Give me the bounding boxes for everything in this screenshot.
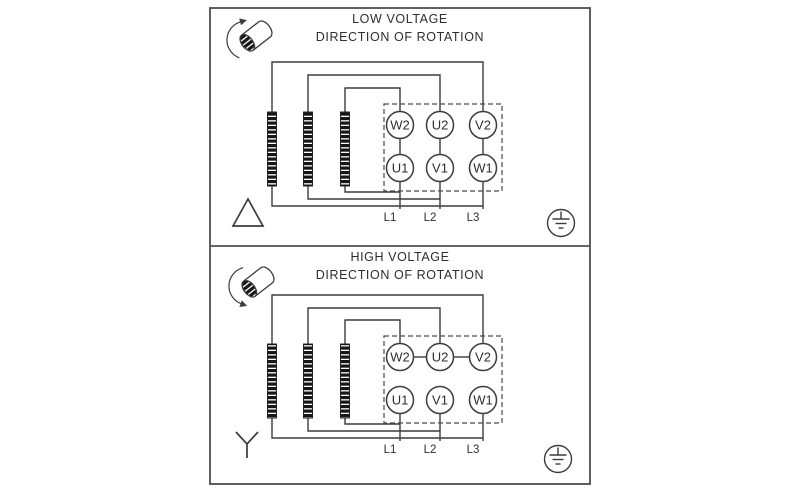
- cable-core-3: [340, 111, 350, 187]
- wire-middle: [307, 307, 441, 432]
- terminal-v2: [468, 110, 498, 140]
- supply-line-l3: L3: [467, 212, 480, 224]
- terminal-block-outline: [383, 335, 503, 424]
- supply-line-l1: L1: [384, 212, 397, 224]
- cable-core-1: [267, 111, 277, 187]
- wire-middle: [307, 74, 441, 200]
- shaft-edge-bottom: [252, 36, 271, 51]
- terminal-v1: [425, 385, 455, 415]
- terminal-w1-label: W1: [473, 161, 493, 176]
- shaft-edge-top: [243, 267, 262, 282]
- panel-subtitle: DIRECTION OF ROTATION: [316, 268, 484, 282]
- terminal-w1: [468, 385, 498, 415]
- terminal-w2: [385, 342, 415, 372]
- shaft-face: [241, 279, 258, 298]
- supply-line-l2: L2: [424, 212, 437, 224]
- terminal-w2: [385, 110, 415, 140]
- shaft-edge-bottom: [254, 282, 273, 297]
- wire-inner: [344, 87, 401, 193]
- terminal-row-bottom: U1 V1 W1: [385, 385, 498, 415]
- terminal-w2-label: W2: [390, 118, 410, 133]
- terminal-w1-label: W1: [473, 393, 493, 408]
- shaft-edge-top: [241, 21, 260, 36]
- ground-symbol: [546, 208, 576, 238]
- ground-circle: [546, 208, 576, 238]
- terminal-v2: [468, 342, 498, 372]
- supply-line-l1: L1: [384, 444, 397, 456]
- terminal-v1-label: V1: [432, 161, 448, 176]
- cable-core-3: [340, 343, 350, 419]
- terminal-w2-label: W2: [390, 350, 410, 365]
- terminal-block-outline: [383, 103, 503, 192]
- wire-inner: [344, 319, 401, 425]
- supply-wiring: [271, 294, 484, 441]
- rotation-direction-icon: [228, 266, 275, 307]
- rotation-arrow-arc: [226, 21, 242, 59]
- terminal-v1-label: V1: [432, 393, 448, 408]
- rotation-arrow-arc: [228, 267, 244, 305]
- supply-wiring: [271, 61, 484, 209]
- rotation-arrow-head: [239, 300, 248, 307]
- high-voltage-panel: HIGH VOLTAGE DIRECTION OF ROTATION: [228, 250, 573, 474]
- ground-symbol: [543, 444, 573, 474]
- supply-line-l2: L2: [424, 444, 437, 456]
- terminal-u1: [385, 385, 415, 415]
- terminal-row-top: W2 U2 V2: [385, 342, 498, 372]
- rotation-arrow-head: [239, 18, 247, 26]
- terminal-u2-label: U2: [432, 118, 449, 133]
- rotation-direction-icon: [226, 18, 273, 59]
- terminal-v2-label: V2: [475, 118, 491, 133]
- panel-subtitle: DIRECTION OF ROTATION: [316, 30, 484, 44]
- terminal-row-top: W2 U2 V2: [385, 110, 498, 140]
- terminal-u2-label: U2: [432, 350, 449, 365]
- cable-core-2: [303, 111, 313, 187]
- terminal-u2: [425, 110, 455, 140]
- panel-title: HIGH VOLTAGE: [350, 250, 449, 264]
- cable-core-2: [303, 343, 313, 419]
- terminal-row-bottom: U1 V1 W1: [385, 153, 498, 183]
- terminal-u1-label: U1: [392, 393, 409, 408]
- panel-title: LOW VOLTAGE: [352, 12, 448, 26]
- terminal-v1: [425, 153, 455, 183]
- terminal-w1: [468, 153, 498, 183]
- terminal-u1-label: U1: [392, 161, 409, 176]
- low-voltage-panel: LOW VOLTAGE DIRECTION OF ROTATION: [226, 12, 576, 238]
- ground-circle: [543, 444, 573, 474]
- terminal-u1: [385, 153, 415, 183]
- supply-line-l3: L3: [467, 444, 480, 456]
- wire-outer: [271, 61, 484, 207]
- shaft-face: [239, 33, 256, 52]
- terminal-u2: [425, 342, 455, 372]
- delta-symbol: [231, 197, 265, 227]
- wire-outer: [271, 294, 484, 439]
- wye-symbol: [235, 431, 259, 458]
- terminal-v2-label: V2: [475, 350, 491, 365]
- cable-core-1: [267, 343, 277, 419]
